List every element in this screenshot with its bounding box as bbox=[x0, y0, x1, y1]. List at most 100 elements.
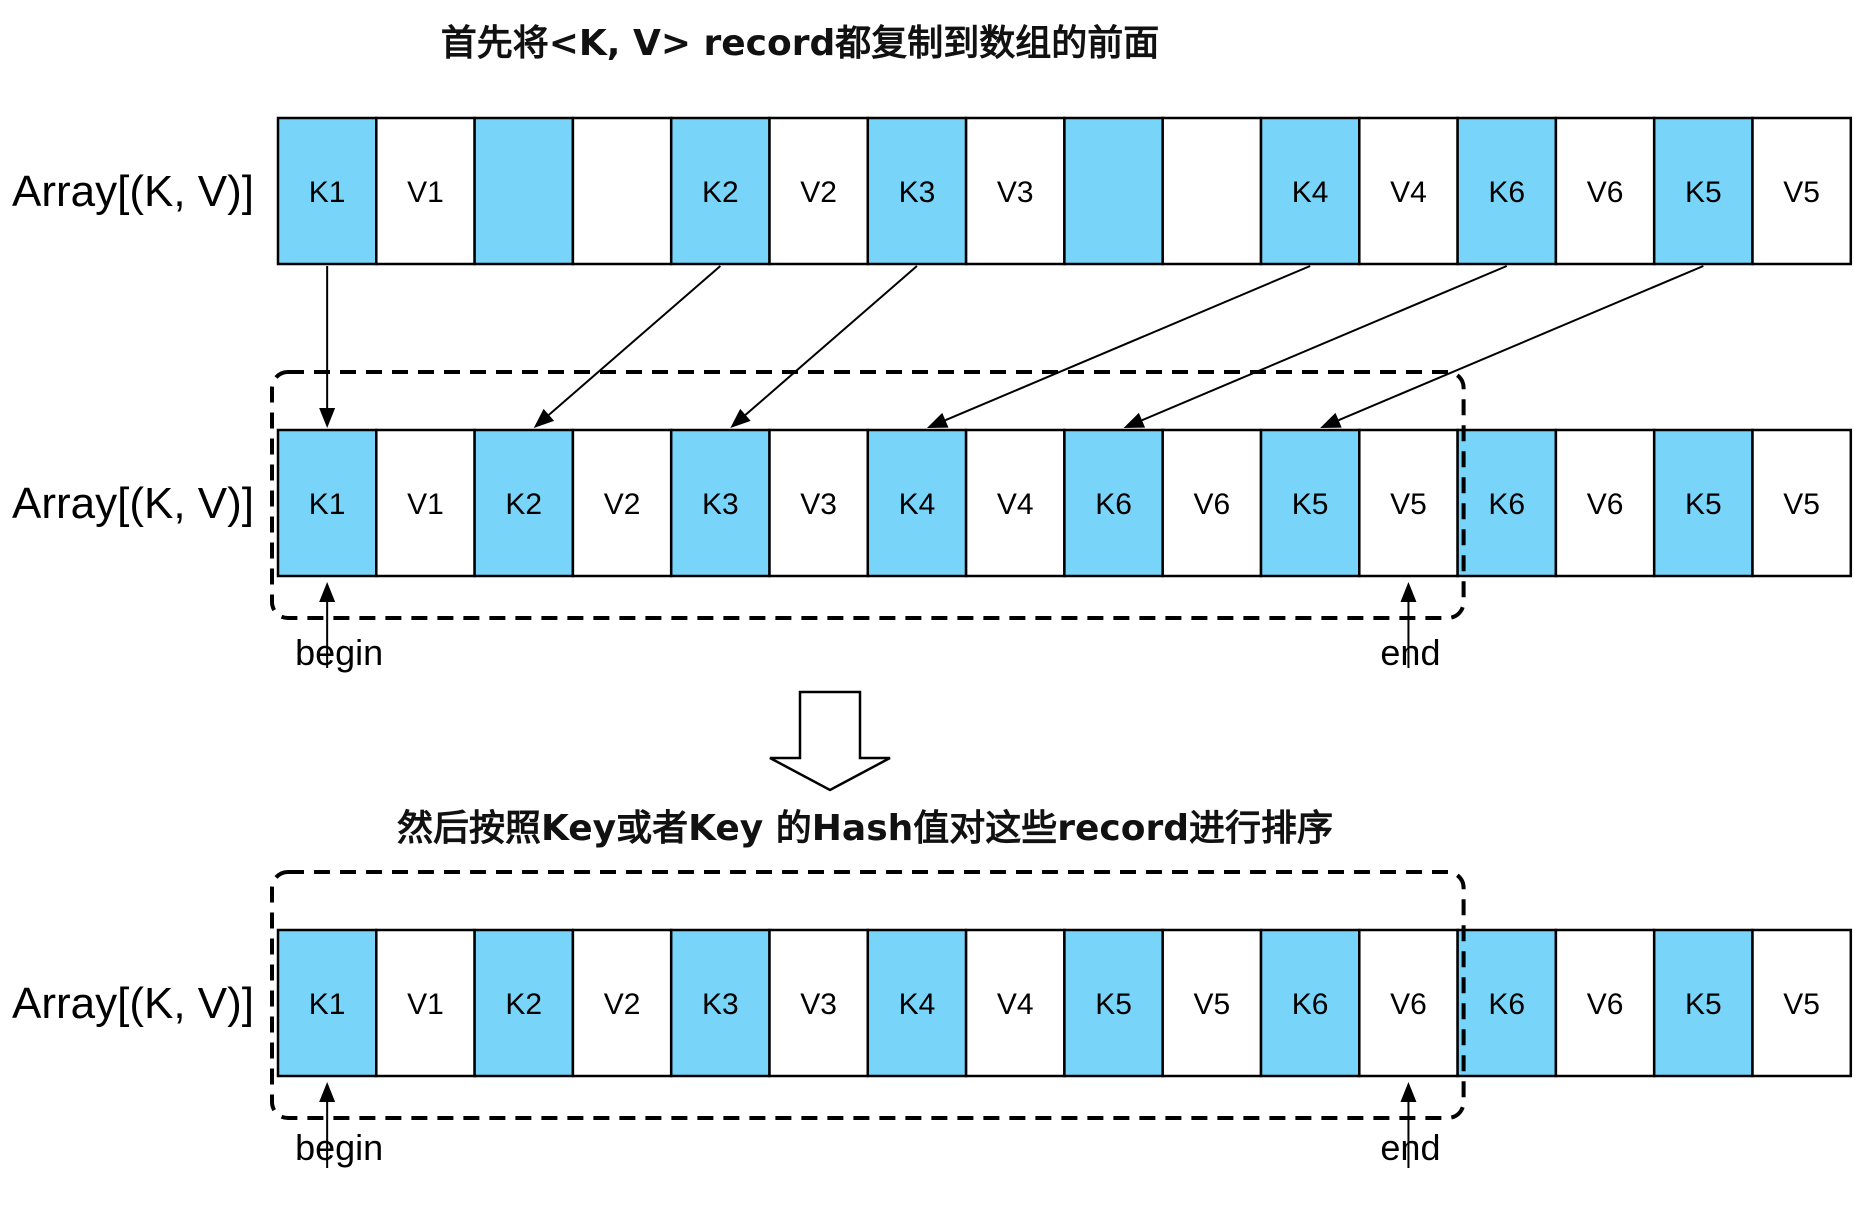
cell-label: V2 bbox=[800, 176, 837, 209]
key-cell bbox=[1063, 428, 1164, 578]
value-cell bbox=[768, 928, 870, 1078]
key-cell bbox=[866, 116, 968, 266]
cell-label: V3 bbox=[800, 988, 837, 1021]
end-label: end bbox=[1380, 1127, 1440, 1168]
value-cell bbox=[375, 428, 476, 578]
copy-arrow bbox=[319, 266, 336, 428]
value-cell bbox=[964, 928, 1066, 1078]
cell-label: K6 bbox=[1488, 988, 1525, 1021]
cell-label: K5 bbox=[1685, 988, 1722, 1021]
value-cell bbox=[1358, 928, 1459, 1078]
cell-label: K1 bbox=[309, 988, 346, 1021]
cell-label: K3 bbox=[702, 488, 739, 521]
key-cell bbox=[276, 116, 378, 266]
cell-label: V2 bbox=[604, 488, 641, 521]
cell-label: V1 bbox=[407, 988, 444, 1021]
key-cell bbox=[669, 428, 771, 578]
cell-label: K1 bbox=[309, 176, 346, 209]
key-cell bbox=[1456, 928, 1558, 1078]
copy-arrow bbox=[730, 265, 918, 428]
cell-label: V6 bbox=[1587, 176, 1624, 209]
key-cell bbox=[276, 928, 378, 1078]
cell-label: K2 bbox=[505, 988, 542, 1021]
key-cell bbox=[1652, 428, 1754, 578]
cell-label: K6 bbox=[1488, 488, 1525, 521]
key-cell bbox=[473, 116, 575, 266]
key-cell bbox=[1063, 116, 1164, 266]
cell-label: K2 bbox=[702, 176, 739, 209]
value-cell bbox=[1751, 428, 1853, 578]
cell-label: V4 bbox=[997, 988, 1034, 1021]
key-cell bbox=[866, 428, 968, 578]
cell-label: K5 bbox=[1292, 488, 1329, 521]
begin-label: begin bbox=[295, 1127, 383, 1168]
end-label: end bbox=[1380, 632, 1440, 673]
cell-label: K5 bbox=[1095, 988, 1132, 1021]
row-label: Array[(K, V)] bbox=[12, 479, 254, 528]
copy-arrow bbox=[1320, 265, 1704, 428]
row-label: Array[(K, V)] bbox=[12, 167, 254, 216]
value-cell bbox=[571, 428, 673, 578]
value-cell bbox=[375, 116, 476, 266]
key-cell bbox=[473, 928, 575, 1078]
title-middle: 然后按照Key或者Key 的Hash值对这些record进行排序 bbox=[397, 807, 1333, 849]
cell-label: K3 bbox=[702, 988, 739, 1021]
value-cell bbox=[768, 428, 870, 578]
cell-label: K2 bbox=[505, 488, 542, 521]
value-cell bbox=[1554, 116, 1656, 266]
copy-arrow bbox=[1123, 265, 1508, 428]
cell-label: K5 bbox=[1685, 488, 1722, 521]
cell-label: K6 bbox=[1488, 176, 1525, 209]
cell-label: V3 bbox=[800, 488, 837, 521]
copy-arrow bbox=[926, 265, 1311, 428]
pointers-layer: begin end begin end bbox=[295, 582, 1440, 1168]
cell-label: K1 bbox=[309, 488, 346, 521]
key-cell bbox=[1652, 928, 1754, 1078]
value-cell bbox=[1161, 428, 1263, 578]
cell-label: V6 bbox=[1193, 488, 1230, 521]
selection-boxes-layer bbox=[270, 370, 1466, 1120]
value-cell bbox=[964, 116, 1066, 266]
key-cell bbox=[1259, 928, 1361, 1078]
value-cell bbox=[1161, 116, 1263, 266]
cell-label: V1 bbox=[407, 488, 444, 521]
cell-label: V5 bbox=[1783, 988, 1820, 1021]
cell-label: K4 bbox=[899, 488, 936, 521]
cell-label: K5 bbox=[1685, 176, 1722, 209]
cell-label: V6 bbox=[1587, 988, 1624, 1021]
key-cell bbox=[1259, 116, 1361, 266]
key-cell bbox=[276, 428, 378, 578]
cell-label: V5 bbox=[1783, 488, 1820, 521]
key-cell bbox=[866, 928, 968, 1078]
cell-label: V6 bbox=[1390, 988, 1427, 1021]
begin-pointer-arrow bbox=[319, 582, 336, 668]
row-label: Array[(K, V)] bbox=[12, 979, 254, 1028]
value-cell bbox=[1751, 116, 1853, 266]
key-cell bbox=[1063, 928, 1164, 1078]
key-cell bbox=[1259, 428, 1361, 578]
cell-label: V4 bbox=[997, 488, 1034, 521]
down-arrow-icon bbox=[769, 690, 891, 792]
end-pointer-arrow bbox=[1400, 1082, 1417, 1168]
end-pointer-arrow bbox=[1400, 582, 1417, 668]
begin-pointer-arrow bbox=[319, 1082, 336, 1168]
cell-label: K3 bbox=[899, 176, 936, 209]
value-cell bbox=[1161, 928, 1263, 1078]
array-row-2: Array[(K, V)] K1 V1 K2 V2 K3 V3 K4 V4 K6 V6 K5 V5 K6 V… bbox=[12, 428, 1853, 578]
value-cell bbox=[1358, 116, 1459, 266]
cell-label: V6 bbox=[1587, 488, 1624, 521]
key-cell bbox=[669, 116, 771, 266]
cell-label: K6 bbox=[1292, 988, 1329, 1021]
selected-range-box bbox=[270, 370, 1466, 620]
begin-label: begin bbox=[295, 632, 383, 673]
cell-label: K6 bbox=[1095, 488, 1132, 521]
cell-label: V1 bbox=[407, 176, 444, 209]
selected-range-box bbox=[270, 870, 1466, 1120]
cell-label: V3 bbox=[997, 176, 1034, 209]
copy-arrow bbox=[533, 265, 722, 428]
value-cell bbox=[1751, 928, 1853, 1078]
